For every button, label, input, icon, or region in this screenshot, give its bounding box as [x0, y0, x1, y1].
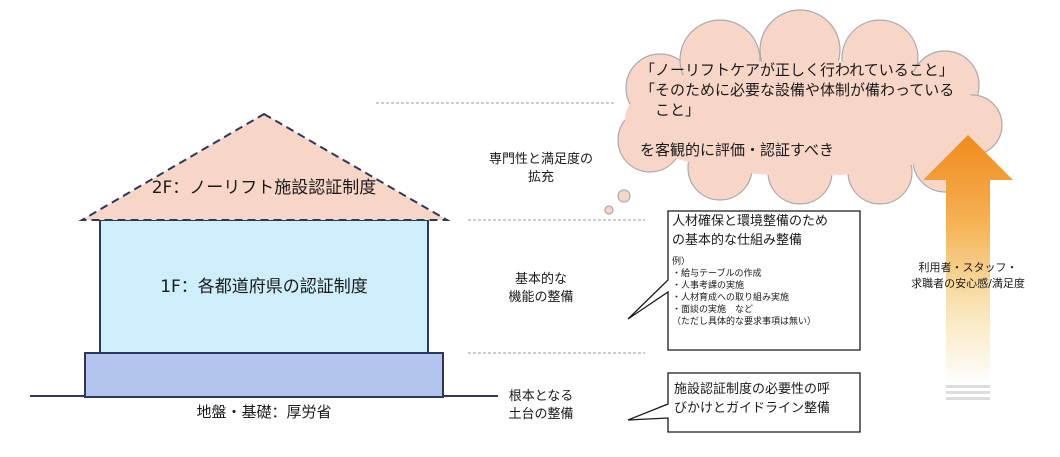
callout-foundation-box	[627, 372, 861, 433]
example-line-1: 例）	[672, 257, 691, 267]
callout-basic-examples: 例） ・給与テーブルの作成 ・人事考課の実施 ・人材育成への取り組み実施 ・面談…	[672, 256, 857, 328]
level0-line1: 根本となる	[509, 389, 574, 404]
roof-block	[78, 112, 451, 221]
example-line-2: ・給与テーブルの作成	[672, 269, 762, 279]
level0-line2: 土台の整備	[508, 406, 573, 422]
first-floor-block	[99, 219, 429, 354]
cloud-line-1: 「ノーリフトケアが正しく行われていること」	[640, 61, 954, 79]
callout-basic-box	[627, 210, 861, 351]
cloud-text: 「ノーリフトケアが正しく行われていること」 「そのために必要な設備や体制が備わっ…	[640, 60, 970, 160]
callout-basic-title-2: の基本的な仕組み整備	[672, 233, 803, 248]
callout-foundation-content: 施設認証制度の必要性の呼 びかけとガイドライン整備	[674, 380, 859, 418]
callout-basic-title-1: 人材確保と環境整備のため	[672, 214, 829, 229]
thought-cloud	[604, 9, 1003, 215]
example-line-6: （ただし具体的な要求事項は無い）	[672, 317, 817, 327]
satisfaction-up-arrow	[923, 135, 1013, 400]
cloud-line-5: を客観的に評価・認証すべき	[640, 141, 834, 159]
first-floor-label: 1F：各都道府県の認証制度	[160, 277, 368, 297]
level2-line1: 専門性と満足度の	[489, 151, 593, 167]
callout-basic-content: 人材確保と環境整備のため の基本的な仕組み整備 例） ・給与テーブルの作成 ・人…	[672, 212, 857, 328]
level2-line2: 拡充	[528, 169, 554, 185]
foundation-block	[84, 352, 444, 398]
cloud-line-3: こと」	[640, 101, 701, 119]
roof-label: 2F：ノーリフト施設認証制度	[152, 178, 377, 198]
example-line-4: ・人材育成への取り組み実施	[672, 293, 790, 303]
cloud-line-2: 「そのために必要な設備や体制が備わっている	[640, 81, 955, 99]
callout-foundation-line-2: びかけとガイドライン整備	[674, 401, 831, 416]
foundation-label: 地盤・基礎：厚労省	[196, 403, 331, 421]
arrow-label-line1: 利用者・スタッフ・	[919, 261, 1018, 274]
level1-line1: 基本的な	[515, 271, 567, 287]
example-line-3: ・人事考課の実施	[672, 281, 745, 291]
callout-foundation-line-1: 施設認証制度の必要性の呼	[674, 382, 831, 397]
example-line-5: ・面談の実施 など	[672, 305, 754, 315]
cloud-line-4	[640, 120, 970, 140]
arrow-label-line2: 求職者の安心感/満足度	[911, 276, 1025, 290]
level1-line2: 機能の整備	[508, 289, 573, 305]
